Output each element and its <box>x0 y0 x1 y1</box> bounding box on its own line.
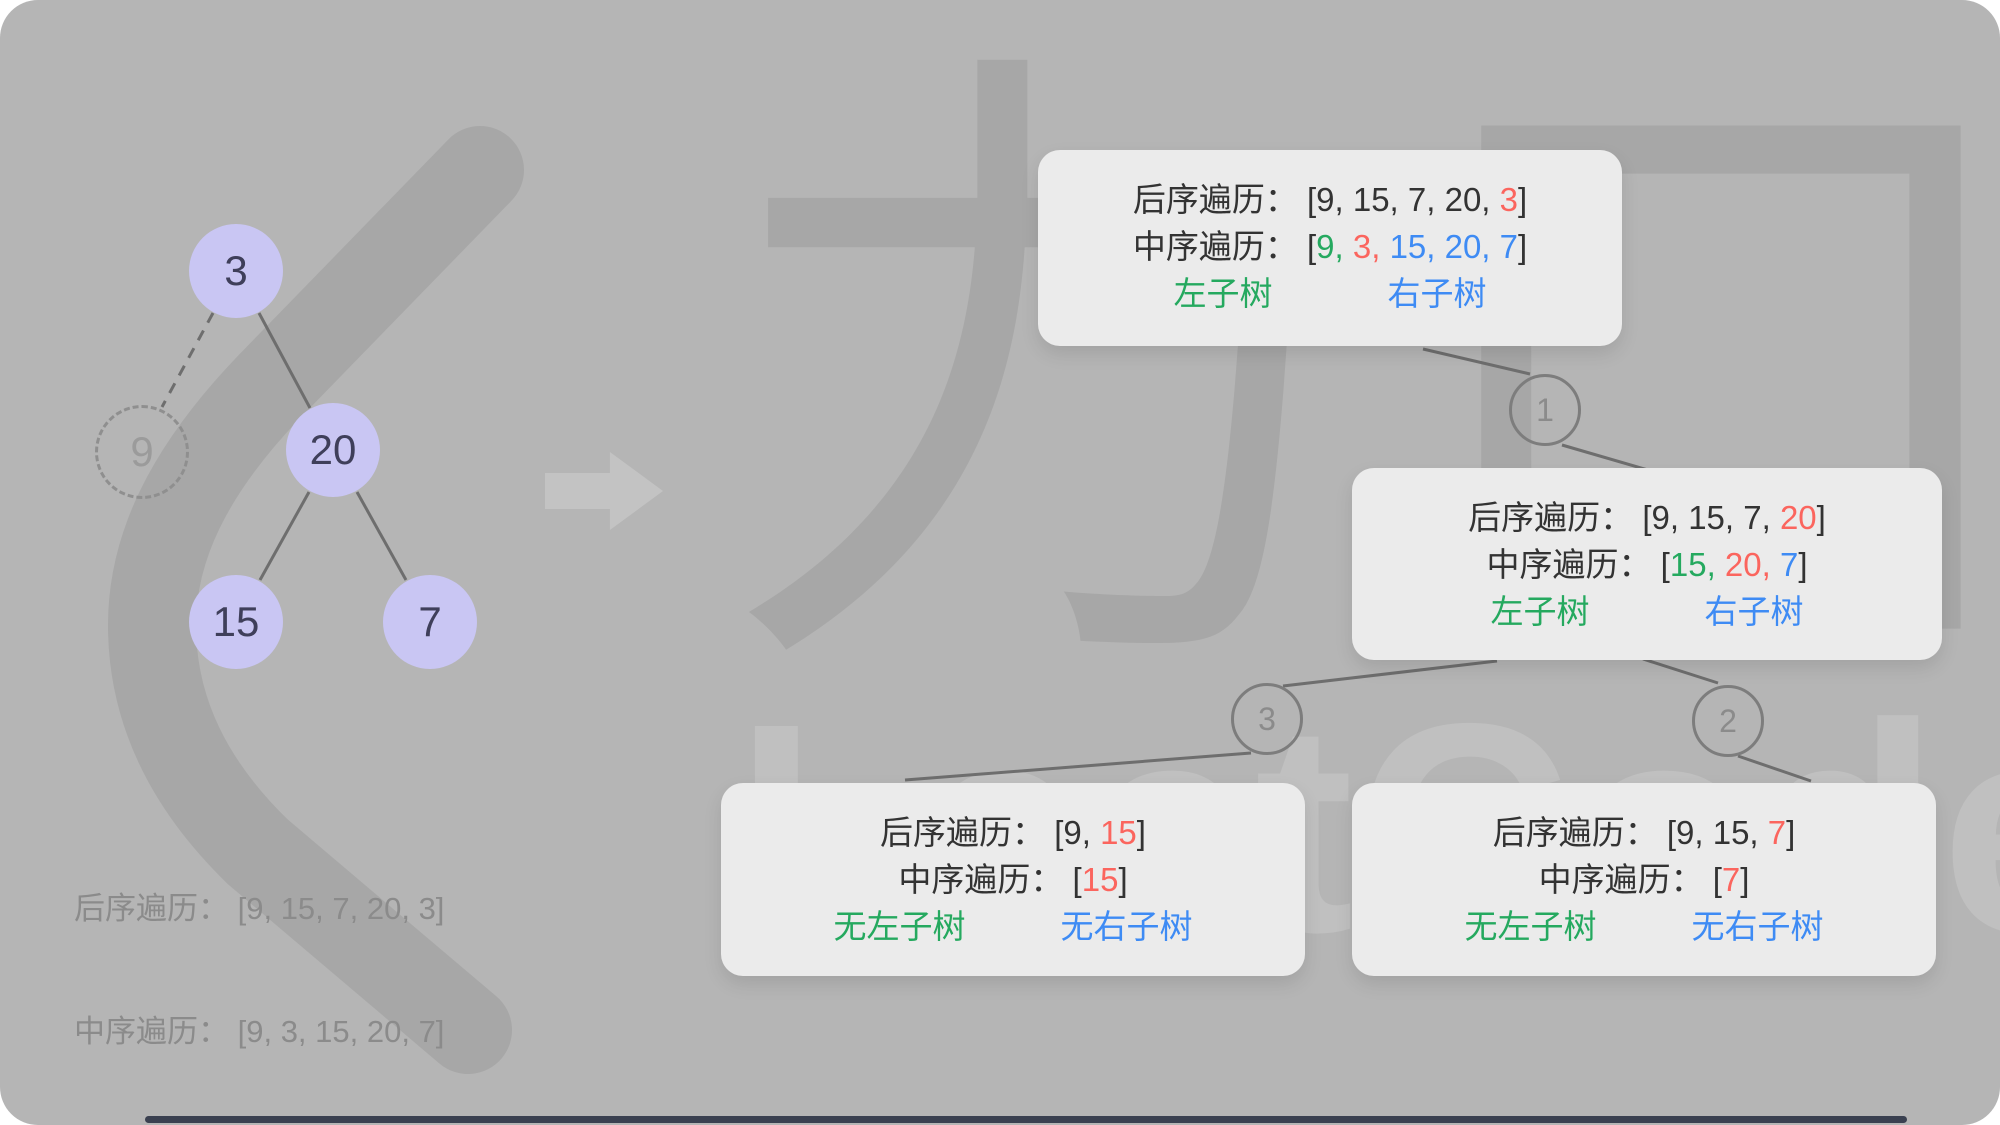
card-root-inorder: 中序遍历： [9, 3, 15, 20, 7] <box>1132 228 1528 265</box>
leetcode-bracket-shape <box>107 126 524 1074</box>
tree-node-7: 7 <box>383 575 477 669</box>
no-left-subtree-label: 无左子树 <box>833 908 966 945</box>
bottom-bar <box>145 1116 1907 1123</box>
card-root-labels: 左子树 右子树 <box>1038 270 1622 317</box>
card-right-postorder: 后序遍历： [9, 15, 7, 20] <box>1468 499 1826 536</box>
left-subtree-label: 左子树 <box>1490 593 1590 630</box>
traversal-summary: 后序遍历： [9, 15, 7, 20, 3] 中序遍历： [9, 3, 15,… <box>74 806 444 1125</box>
card-right-inorder: 中序遍历： [15, 20, 7] <box>1486 546 1808 583</box>
tree-node-3: 3 <box>189 224 283 318</box>
step-circle-1: 1 <box>1509 374 1581 446</box>
tree-node-15-value: 15 <box>212 598 260 645</box>
tree-edge-20-15 <box>258 491 311 581</box>
right-subtree-label: 右子树 <box>1387 275 1487 312</box>
no-right-subtree-label: 无右子树 <box>1691 908 1824 945</box>
card-leaf15-inorder: 中序遍历： [15] <box>898 861 1128 898</box>
tree-node-20-value: 20 <box>309 426 357 473</box>
connector-step2-to-right-leaf-card <box>1737 754 1812 783</box>
no-left-subtree-label: 无左子树 <box>1464 908 1597 945</box>
tree-node-15: 15 <box>189 575 283 669</box>
connector-right-card-to-step3 <box>1282 659 1498 688</box>
card-leaf15-postorder: 后序遍历： [9, 15] <box>880 814 1146 851</box>
card-leaf7-inorder: 中序遍历： [7] <box>1538 861 1750 898</box>
step-circle-3: 3 <box>1231 683 1303 755</box>
connector-root-to-step1 <box>1422 347 1531 376</box>
tree-edge-3-9-dashed <box>160 312 215 408</box>
summary-postorder: 后序遍历： [9, 15, 7, 20, 3] <box>74 891 445 926</box>
card-leaf-7: 后序遍历： [9, 15, 7] 中序遍历： [7] 无左子树 无右子树 <box>1352 783 1936 976</box>
tree-node-9-dashed: 9 <box>95 405 189 499</box>
step-1-number: 1 <box>1536 391 1554 428</box>
card-leaf7-postorder: 后序遍历： [9, 15, 7] <box>1492 814 1796 851</box>
connector-step3-to-left-leaf-card <box>904 751 1252 782</box>
connector-right-card-to-step2 <box>1642 657 1719 685</box>
step-circle-2: 2 <box>1692 685 1764 757</box>
tree-node-20: 20 <box>286 403 380 497</box>
summary-inorder: 中序遍历： [9, 3, 15, 20, 7] <box>74 1014 445 1049</box>
step-3-number: 3 <box>1258 700 1276 737</box>
card-right-subtree: 后序遍历： [9, 15, 7, 20] 中序遍历： [15, 20, 7] 左… <box>1352 468 1942 660</box>
connector-step1-to-right-card <box>1561 443 1656 474</box>
card-leaf15-labels: 无左子树 无右子树 <box>721 903 1305 950</box>
no-right-subtree-label: 无右子树 <box>1060 908 1193 945</box>
left-subtree-label: 左子树 <box>1173 275 1273 312</box>
card-root: 后序遍历： [9, 15, 7, 20, 3] 中序遍历： [9, 3, 15,… <box>1038 150 1622 346</box>
right-subtree-label: 右子树 <box>1704 593 1804 630</box>
card-right-labels: 左子树 右子树 <box>1352 588 1942 635</box>
tree-edge-20-7 <box>355 491 408 581</box>
tree-node-9-value: 9 <box>130 428 154 475</box>
tree-node-3-value: 3 <box>224 247 248 294</box>
card-root-postorder: 后序遍历： [9, 15, 7, 20, 3] <box>1132 181 1528 218</box>
card-leaf7-labels: 无左子树 无右子树 <box>1352 903 1936 950</box>
tree-edge-3-20 <box>257 312 312 409</box>
step-2-number: 2 <box>1719 702 1737 739</box>
card-leaf-15: 后序遍历： [9, 15] 中序遍历： [15] 无左子树 无右子树 <box>721 783 1305 976</box>
tree-node-7-value: 7 <box>418 598 442 645</box>
